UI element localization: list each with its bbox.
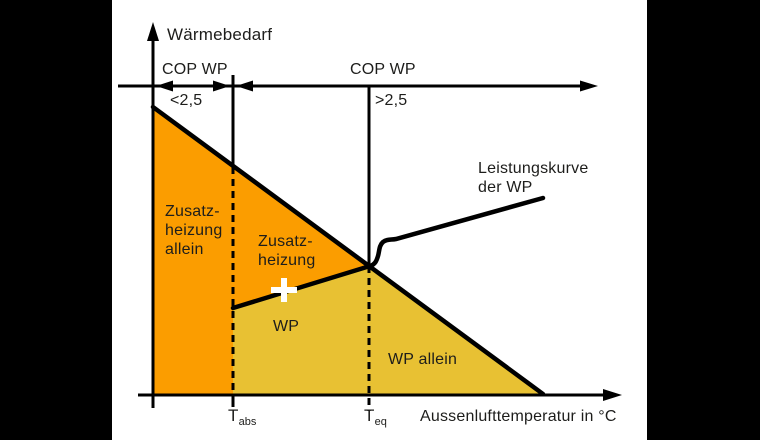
region-label-zusatzheizung-allein: Zusatz- heizung allein [165,202,222,259]
region-label-line: Zusatz- [165,203,220,220]
cop-span1-left-arrowhead-icon [156,80,173,92]
axis-lines [118,36,616,408]
region-label-line: allein [165,241,204,258]
diagram-canvas: Wärmebedarf COP WP <2,5 COP WP >2,5 Zusa… [112,0,647,440]
region-label-wp-allein: WP allein [388,351,458,368]
t-abs-tick-label: Tabs [228,406,256,428]
cop-right-title: COP WP [350,61,416,78]
arrowheads [147,22,622,401]
t-eq-main: T [364,406,375,425]
region-fill-wp [233,266,543,394]
plus-marker-icon [271,278,297,302]
curve-label-line1: Leistungskurve [478,160,589,177]
t-abs-subscript: abs [238,416,257,428]
dashed-guides [231,167,371,411]
cop-span2-left-arrowhead-icon [236,80,253,92]
cop-span1-right-arrowhead-icon [213,80,230,92]
cop-right-value: >2,5 [375,92,408,109]
t-eq-subscript: eq [374,416,387,428]
curve-label-line2: der WP [478,179,533,196]
diagram-svg [118,22,622,411]
cop-left-value: <2,5 [170,92,203,109]
main-curves [150,104,546,397]
wp-performance-curve [230,195,546,311]
heat-demand-line [150,104,546,397]
region-label-zusatzheizung: Zusatz- heizung [258,232,315,270]
cop-left-title: COP WP [162,61,228,78]
cop-right-arrowhead-icon [580,80,598,92]
region-fill-zusatzheizung [153,107,369,394]
y-axis-label: Wärmebedarf [167,25,273,44]
region-label-line: Zusatz- [258,233,313,250]
region-label-line: heizung [258,252,316,269]
region-label-line: heizung [165,222,223,239]
plus-horizontal-bar [271,287,297,293]
region-label-wp: WP [273,318,300,335]
x-axis-label: Aussenlufttemperatur in °C [420,408,617,425]
t-abs-main: T [228,406,239,425]
t-eq-tick-label: Teq [364,406,387,428]
performance-curve-label: Leistungskurve der WP [478,159,588,197]
y-axis-arrowhead-icon [147,22,159,41]
x-axis-arrowhead-icon [603,389,622,401]
